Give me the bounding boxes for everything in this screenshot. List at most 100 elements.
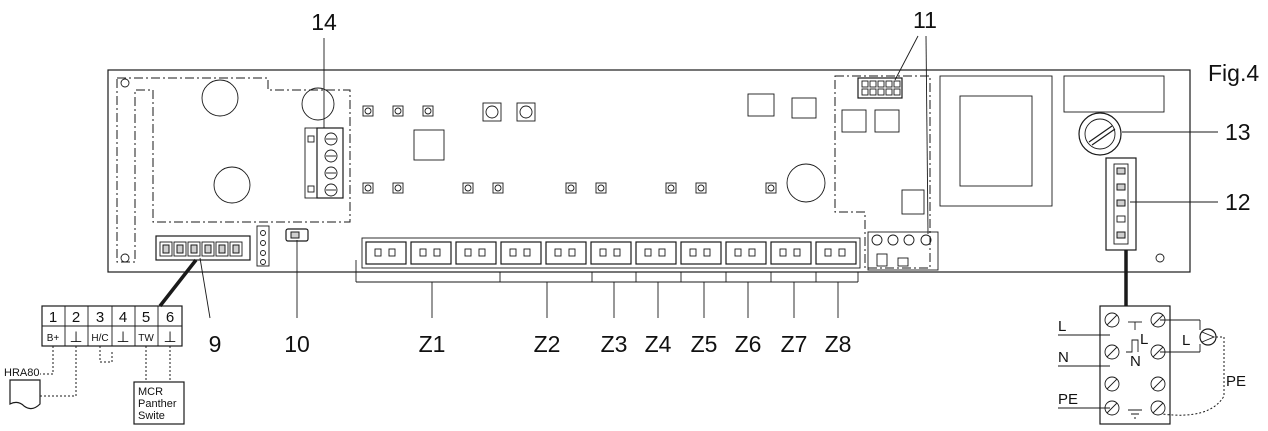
zone-label-z4: Z4 xyxy=(645,331,672,357)
zone-terminal xyxy=(590,241,632,265)
callout-9: 9 xyxy=(209,331,222,357)
transformer-core xyxy=(959,95,1033,187)
connector-14 xyxy=(304,127,344,199)
fuse-holder xyxy=(1063,75,1165,113)
zone-terminal-pin xyxy=(734,248,742,257)
zone-terminal xyxy=(545,241,587,265)
transformer xyxy=(939,75,1053,207)
mcr-device xyxy=(133,381,185,425)
zone-terminal-pin xyxy=(388,248,396,257)
component-circle xyxy=(201,79,239,117)
hra-wire-2 xyxy=(38,346,77,397)
terminal-number: 2 xyxy=(72,309,80,326)
zone-label-z7: Z7 xyxy=(781,331,808,357)
zone-terminal xyxy=(770,241,812,265)
terminal-number: 1 xyxy=(49,309,57,326)
zone-brackets xyxy=(355,260,859,318)
power-inner-L: L xyxy=(1140,331,1148,348)
terminal-number: 5 xyxy=(142,309,150,326)
zone-label-z3: Z3 xyxy=(601,331,628,357)
mcr-label: Panther xyxy=(138,398,177,410)
leader-9 xyxy=(199,257,211,319)
component-circle xyxy=(786,163,826,203)
screw-terminal xyxy=(1150,400,1166,416)
connector-12 xyxy=(1105,157,1137,251)
terminal-number: 6 xyxy=(166,309,174,326)
hra-wire-1 xyxy=(40,346,54,375)
terminal-label: ⊥ xyxy=(69,329,82,346)
zone-terminal-pin xyxy=(703,248,711,257)
component-circle xyxy=(301,87,335,121)
callout-13: 13 xyxy=(1225,119,1251,145)
wire-to-terminal-block xyxy=(158,258,198,308)
callout-14: 14 xyxy=(311,9,337,35)
zone-terminal-pin xyxy=(464,248,472,257)
leader-11a xyxy=(894,35,919,81)
component-circle xyxy=(213,166,251,204)
left-module-outline xyxy=(116,77,351,263)
zone-terminal-pin xyxy=(748,248,756,257)
zone-terminal-pin xyxy=(419,248,427,257)
mcr-label: Swite xyxy=(138,410,165,422)
zone-terminal-pin xyxy=(779,248,787,257)
zone-terminal-pin xyxy=(838,248,846,257)
power-terminal-detail xyxy=(1058,305,1201,425)
screw-terminal xyxy=(1104,312,1120,328)
zone-terminal-pin xyxy=(824,248,832,257)
right-module-outline xyxy=(834,75,931,269)
callout-12: 12 xyxy=(1225,189,1251,215)
zone-terminal-pin xyxy=(599,248,607,257)
screw-terminal xyxy=(1104,376,1120,392)
zone-terminal-pin xyxy=(374,248,382,257)
leader-11b xyxy=(925,35,929,235)
zone-terminal-pin xyxy=(644,248,652,257)
hra80-device xyxy=(9,379,41,410)
terminal-label: B+ xyxy=(47,333,60,344)
zone-terminal xyxy=(500,241,542,265)
zone-terminal xyxy=(725,241,767,265)
zone-terminal-pin xyxy=(523,248,531,257)
terminal-label: H/C xyxy=(91,333,108,344)
zone-terminal-pin xyxy=(793,248,801,257)
mount-hole xyxy=(120,78,130,88)
zone-terminal xyxy=(815,241,857,265)
header-pins xyxy=(256,225,270,267)
zone-label-z8: Z8 xyxy=(825,331,852,357)
connector-9 xyxy=(155,235,251,261)
power-label-L: L xyxy=(1058,318,1066,335)
zone-connectors xyxy=(361,237,861,269)
power-label-N: N xyxy=(1058,349,1069,366)
mount-hole xyxy=(120,253,130,263)
connector-11 xyxy=(857,77,903,99)
mcr-label: MCR xyxy=(138,386,163,398)
terminal-block-detail xyxy=(41,305,183,347)
pump-earth-wire xyxy=(1161,336,1225,416)
mount-hole xyxy=(1155,253,1165,263)
zone-terminal xyxy=(455,241,497,265)
zone-label-z1: Z1 xyxy=(419,331,446,357)
small-components xyxy=(362,93,925,215)
zone-terminal-pin xyxy=(568,248,576,257)
zone-terminal xyxy=(365,241,407,265)
zone-terminal-pin xyxy=(658,248,666,257)
terminal-number: 3 xyxy=(96,309,104,326)
zone-label-z2: Z2 xyxy=(534,331,561,357)
zone-terminal-pin xyxy=(613,248,621,257)
pump-label-L: L xyxy=(1182,332,1190,349)
power-label-PE: PE xyxy=(1058,391,1078,408)
power-inner-N: N xyxy=(1130,353,1141,370)
terminal-label: ⊥ xyxy=(163,329,176,346)
screw-terminal xyxy=(1150,376,1166,392)
zone-terminal xyxy=(680,241,722,265)
zone-terminal-pin xyxy=(433,248,441,257)
screw-terminal xyxy=(1104,344,1120,360)
callout-11: 11 xyxy=(913,7,937,33)
figure-label: Fig.4 xyxy=(1208,60,1259,86)
zone-terminal-pin xyxy=(689,248,697,257)
hc-loop-wire xyxy=(99,346,113,363)
zone-terminal-pin xyxy=(509,248,517,257)
zone-terminal xyxy=(635,241,677,265)
callout-10: 10 xyxy=(284,331,310,357)
pump-label-PE: PE xyxy=(1226,373,1246,390)
